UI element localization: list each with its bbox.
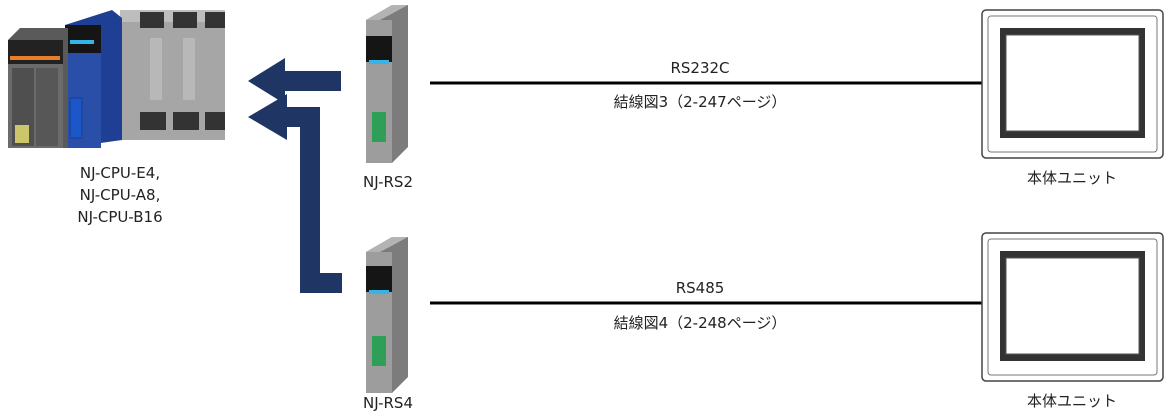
rs485-protocol-label: RS485 [675,279,725,297]
rs485-wiring-label: 結線図4（2-248ページ） [613,314,787,332]
nj-rs4-module-image [366,237,408,393]
plc-model-a8: NJ-CPU-A8, [79,186,161,204]
arrow-rs2-to-plc [248,58,341,104]
nj-rs2-label: NJ-RS2 [362,173,413,191]
terminal-2-label: 本体ユニット [1026,392,1117,410]
plc-model-b16: NJ-CPU-B16 [77,208,163,226]
arrow-rs4-to-plc [248,94,342,293]
rs232c-wiring-label: 結線図3（2-247ページ） [613,93,787,111]
terminal-1-label: 本体ユニット [1026,169,1117,187]
rs232c-protocol-label: RS232C [670,59,730,77]
plc-label: NJ-CPU-E4, NJ-CPU-A8, NJ-CPU-B16 [40,162,200,228]
plc-model-e4: NJ-CPU-E4, [79,164,161,182]
terminal-unit-1-image [981,9,1164,159]
plc-rack-image [8,10,225,148]
terminal-unit-2-image [981,232,1164,382]
nj-rs4-label: NJ-RS4 [362,394,413,412]
nj-rs2-module-image [366,5,408,163]
